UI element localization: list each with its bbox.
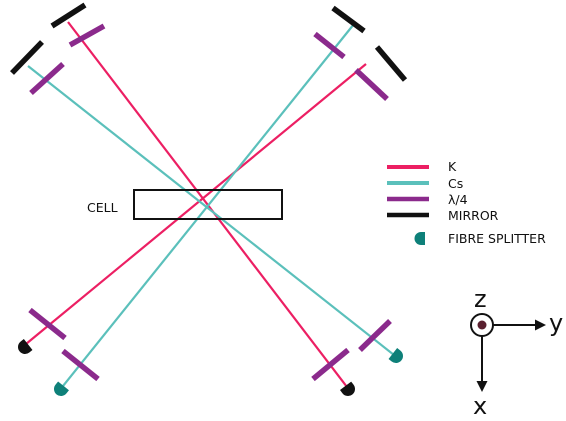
quarter-wave-plates [28,23,392,382]
k-beams [25,21,367,388]
y-axis-label: y [549,309,563,337]
fibre-splitter-bottom-right-cs [388,348,403,363]
z-axis-dot [477,320,487,330]
waveplate-top-right-outer [313,31,346,60]
legend: K Cs λ/4 MIRROR FIBRE SPLITTER [387,159,546,246]
waveplate-top-left-inner [29,61,65,96]
legend-label-mirror: MIRROR [448,208,499,223]
cs-beam-upper-right-to-lower-left [62,23,355,387]
legend-label-cs: Cs [448,176,463,191]
waveplate-bottom-right-upper [358,319,392,352]
waveplate-bottom-left-upper [28,307,67,341]
k-beam-upper-right-to-lower-left [25,63,367,345]
x-axis-label: x [473,392,487,420]
legend-label-k: K [448,159,457,174]
cs-beams [27,23,395,387]
x-axis-arrowhead [476,381,488,392]
cs-beam-upper-left-to-lower-right [27,65,395,356]
fibre-splitter-bottom-right-k [340,381,355,396]
mirror-top-right-inner [374,45,408,82]
waveplate-top-right-inner [354,67,389,102]
legend-label-fibre-splitter: FIBRE SPLITTER [448,231,546,246]
cell-label: CELL [87,200,118,215]
fibre-splitter-bottom-left-k [18,339,33,354]
coordinate-axes: z y x [470,285,563,420]
waveplate-top-left-outer [68,23,106,48]
mirrors [10,2,408,82]
waveplate-bottom-right-lower [311,347,350,382]
waveplate-bottom-left-lower [61,348,100,382]
mirror-top-left-inner [10,40,44,75]
vapour-cell [133,189,283,220]
fibre-splitter-icon [414,232,425,245]
fibre-splitter-bottom-left-cs [54,381,69,396]
fibre-splitters [18,339,403,396]
y-axis-arrowhead [535,319,546,331]
legend-label-waveplate: λ/4 [448,192,468,207]
mirror-top-left-outer [50,2,87,29]
mirror-top-right-outer [331,5,366,34]
z-axis-label: z [474,285,487,313]
